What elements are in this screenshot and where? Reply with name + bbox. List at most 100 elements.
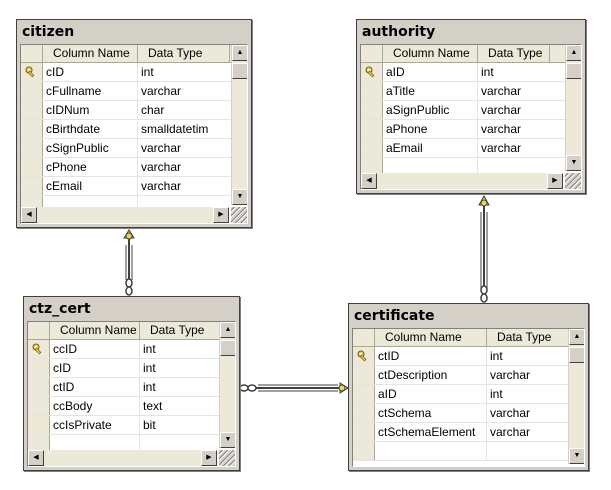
data-type-cell[interactable]: smalldatetim bbox=[141, 122, 209, 136]
data-type-cell[interactable]: varchar bbox=[141, 141, 182, 155]
header-column-name[interactable]: Column Name bbox=[50, 322, 140, 339]
column-name-cell[interactable]: cFullname bbox=[43, 82, 138, 100]
column-name-cell[interactable] bbox=[375, 442, 487, 460]
vertical-scrollbar[interactable]: ▲▼ bbox=[568, 329, 584, 464]
row-selector[interactable] bbox=[28, 416, 50, 434]
scroll-right-button[interactable]: ▶ bbox=[547, 173, 563, 189]
horizontal-scrollbar[interactable]: ◀▶ bbox=[21, 207, 229, 223]
row-selector[interactable] bbox=[28, 340, 50, 358]
data-type-cell[interactable]: int bbox=[481, 65, 494, 79]
column-name-cell[interactable]: ccBody bbox=[50, 397, 140, 415]
column-name-cell[interactable]: aID bbox=[383, 63, 478, 81]
data-type-cell[interactable]: varchar bbox=[141, 84, 182, 98]
scroll-up-button[interactable]: ▲ bbox=[232, 45, 247, 61]
horizontal-scrollbar[interactable]: ◀▶ bbox=[28, 450, 217, 466]
column-name-cell[interactable]: aTitle bbox=[383, 82, 478, 100]
relationship-certificate-ctz-cert[interactable] bbox=[239, 382, 349, 394]
data-type-cell[interactable]: int bbox=[143, 380, 156, 394]
column-name-cell[interactable] bbox=[383, 158, 478, 176]
data-type-cell[interactable]: varchar bbox=[490, 425, 531, 439]
data-type-cell[interactable]: text bbox=[143, 399, 163, 413]
row-selector[interactable] bbox=[361, 120, 383, 138]
column-name-cell[interactable]: cID bbox=[50, 359, 140, 377]
column-name-cell[interactable]: cPhone bbox=[43, 158, 138, 176]
data-type-cell[interactable]: char bbox=[141, 103, 165, 117]
scroll-left-button[interactable]: ◀ bbox=[361, 173, 377, 189]
row-selector[interactable] bbox=[21, 120, 43, 138]
row-selector[interactable] bbox=[28, 397, 50, 415]
scroll-up-button[interactable]: ▲ bbox=[569, 329, 584, 345]
resize-grip[interactable] bbox=[565, 173, 581, 189]
vertical-scrollbar[interactable]: ▲▼ bbox=[231, 45, 247, 205]
scroll-down-button[interactable]: ▼ bbox=[569, 448, 584, 464]
header-column-name[interactable]: Column Name bbox=[43, 45, 138, 62]
column-name-cell[interactable]: cSignPublic bbox=[43, 139, 138, 157]
scroll-thumb[interactable] bbox=[232, 63, 247, 79]
column-name-cell[interactable]: aSignPublic bbox=[383, 101, 478, 119]
header-data-type[interactable]: Data Type bbox=[478, 45, 550, 62]
column-name-cell[interactable]: ctSchemaElement bbox=[375, 423, 487, 441]
column-name-cell[interactable] bbox=[50, 435, 140, 453]
row-selector[interactable] bbox=[21, 82, 43, 100]
data-type-cell[interactable] bbox=[487, 442, 569, 460]
scroll-right-button[interactable]: ▶ bbox=[201, 450, 217, 466]
row-selector[interactable] bbox=[21, 158, 43, 176]
data-type-cell[interactable]: varchar bbox=[481, 122, 522, 136]
scroll-down-button[interactable]: ▼ bbox=[566, 155, 581, 171]
row-selector[interactable] bbox=[353, 385, 375, 403]
column-name-cell[interactable]: cEmail bbox=[43, 177, 138, 195]
column-name-cell[interactable]: cBirthdate bbox=[43, 120, 138, 138]
row-selector[interactable] bbox=[21, 63, 43, 81]
column-name-cell[interactable]: ctSchema bbox=[375, 404, 487, 422]
column-name-cell[interactable]: ctID bbox=[375, 347, 487, 365]
resize-grip[interactable] bbox=[231, 207, 247, 223]
row-selector[interactable] bbox=[361, 82, 383, 100]
header-data-type[interactable]: Data Type bbox=[138, 45, 230, 62]
resize-grip[interactable] bbox=[219, 450, 235, 466]
table-row[interactable] bbox=[353, 442, 568, 461]
header-column-name[interactable]: Column Name bbox=[375, 329, 487, 346]
column-name-cell[interactable] bbox=[43, 196, 138, 214]
data-type-cell[interactable]: int bbox=[143, 342, 156, 356]
scroll-left-button[interactable]: ◀ bbox=[21, 207, 37, 223]
row-selector[interactable] bbox=[28, 359, 50, 377]
scroll-up-button[interactable]: ▲ bbox=[566, 45, 581, 61]
row-selector[interactable] bbox=[353, 442, 375, 460]
column-name-cell[interactable]: cIDNum bbox=[43, 101, 138, 119]
column-name-cell[interactable]: aID bbox=[375, 385, 487, 403]
data-type-cell[interactable]: int bbox=[141, 65, 154, 79]
relationship-citizen-ctz-cert[interactable] bbox=[123, 229, 135, 296]
row-selector[interactable] bbox=[353, 404, 375, 422]
row-selector[interactable] bbox=[21, 101, 43, 119]
data-type-cell[interactable]: int bbox=[490, 349, 503, 363]
vertical-scrollbar[interactable]: ▲▼ bbox=[565, 45, 581, 171]
data-type-cell[interactable]: varchar bbox=[481, 84, 522, 98]
row-selector[interactable] bbox=[353, 347, 375, 365]
row-selector[interactable] bbox=[361, 63, 383, 81]
scroll-right-button[interactable]: ▶ bbox=[213, 207, 229, 223]
column-name-cell[interactable]: ctID bbox=[50, 378, 140, 396]
